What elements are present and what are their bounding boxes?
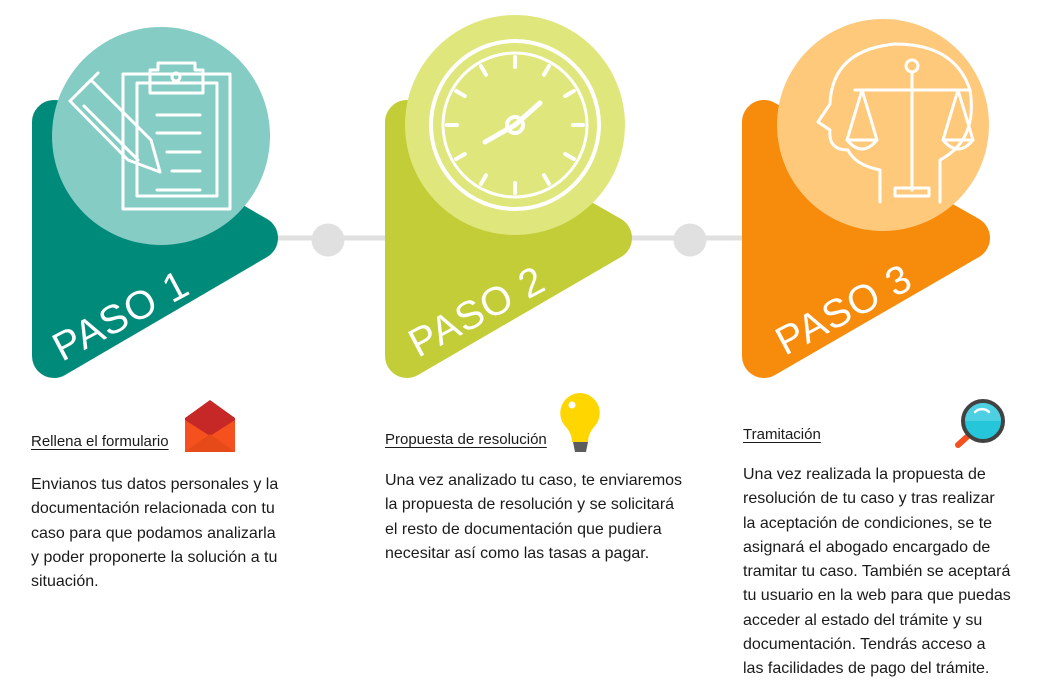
step-2-description: Una vez analizado tu caso, te enviaremos… (385, 469, 682, 566)
clock-tick (542, 64, 551, 77)
head-scales-icon (816, 42, 975, 204)
clock-tick (563, 152, 576, 161)
connector-dot (311, 223, 345, 257)
clock-tick (454, 89, 467, 98)
text-line: la propuesta de resolución y se solicita… (385, 496, 675, 514)
clock-tick (454, 152, 467, 161)
text-line: el resto de documentación que pudiera (385, 520, 662, 538)
text-line: las facilidades de pago del trámite. (743, 660, 990, 678)
clock-tick (542, 173, 551, 186)
step-1-description: Envianos tus datos personales y la docum… (31, 473, 278, 594)
clipboard-pencil-icon (68, 61, 232, 211)
step-2-badge: PASO 2 (385, 15, 632, 378)
step-3-badge: PASO 3 (742, 19, 990, 378)
text-line: Una vez realizada la propuesta de (743, 466, 986, 483)
text-line: necesitar así como las tasas a pagar. (385, 544, 650, 562)
text-line: caso para que podamos analizarla (31, 524, 276, 542)
clock-tick (479, 64, 488, 77)
step-1-title: Rellena el formulario (31, 433, 169, 450)
text-line: tramitar tu caso. También se aceptará (743, 563, 1011, 581)
clock-icon (429, 39, 601, 211)
connector-dot (673, 223, 707, 257)
step-2-title: Propuesta de resolución (385, 431, 547, 448)
envelope-icon (185, 400, 235, 452)
clock-tick (563, 89, 576, 98)
lightbulb-icon (560, 393, 600, 452)
step-3-description: Una vez realizada la propuesta de resolu… (743, 463, 1011, 682)
text-line: tu usuario en la web para que puedas (743, 587, 1011, 605)
magnifier-icon (955, 399, 1005, 448)
text-line: y poder proponerte la solución a tu (31, 548, 278, 566)
text-line: documentación. Tendrás acceso a (743, 636, 986, 654)
text-line: acceder al estado del trámite y su (743, 611, 983, 629)
text-line: Envianos tus datos personales y la (31, 476, 279, 493)
clock-tick (479, 173, 488, 186)
step-1-badge: PASO 1 (32, 27, 278, 378)
text-line: Una vez analizado tu caso, te enviaremos (385, 472, 683, 489)
text-line: asignará el abogado encargado de (743, 538, 991, 556)
step-3-title: Tramitación (743, 426, 821, 443)
text-line: documentación relacionada con tu (31, 500, 275, 518)
text-line: resolución de tu caso y tras realizar (743, 490, 995, 508)
text-line: situación. (31, 573, 99, 591)
text-line: la aceptación de condiciones, se te (743, 514, 993, 532)
